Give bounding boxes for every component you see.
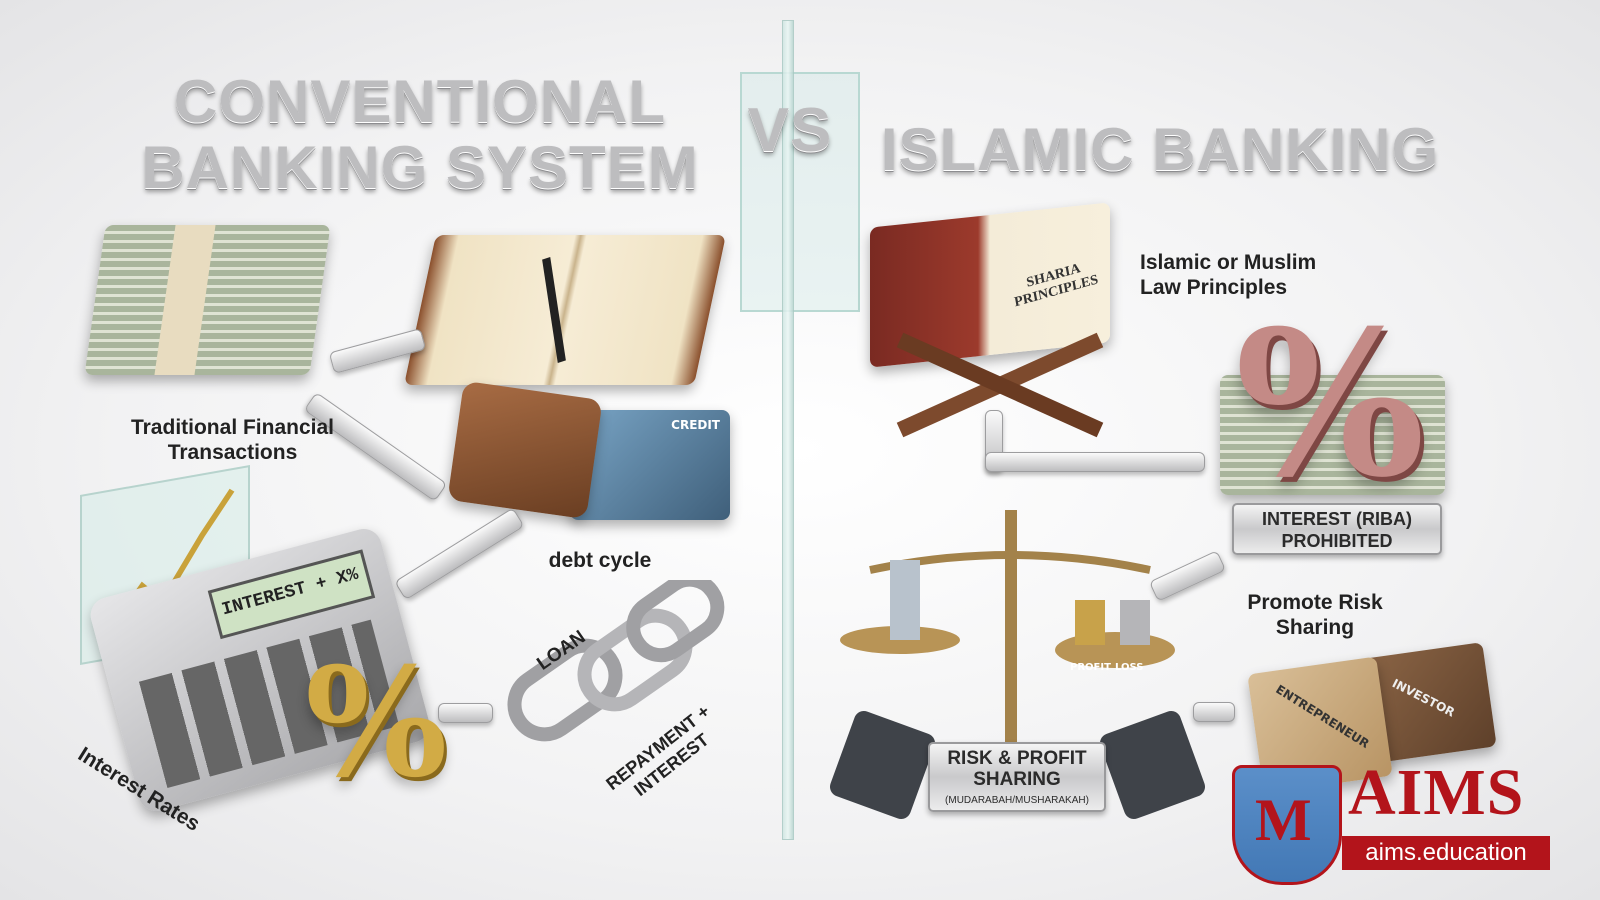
chain-icon [507,580,725,742]
riba-prohibited-plate: INTEREST (RIBA) PROHIBITED [1232,503,1442,555]
aims-shield-logo: M [1232,765,1342,885]
law-principles-label: Islamic or Muslim Law Principles [1140,251,1317,300]
sharia-principles-text: SHARIA PRINCIPLES [1013,261,1100,311]
aims-url-link[interactable]: aims.education [1342,836,1550,870]
copper-percent-icon: % [1235,287,1426,522]
title-line-1: CONVENTIONAL [174,68,666,135]
title-line-2: BANKING SYSTEM [141,134,699,201]
traditional-transactions-label: Traditional Financial Transactions [130,416,335,465]
money-band [154,225,216,375]
cash-stack-image [84,225,331,375]
book-stand-icon [896,332,1104,438]
aims-monogram-icon: M [1255,787,1312,853]
gold-percent-icon: % [305,635,448,811]
balance-scale-icon [840,510,1175,809]
conventional-title: CONVENTIONAL BANKING SYSTEM [120,72,720,198]
debt-cycle-label: debt cycle [548,549,652,572]
risk-profit-line-1: RISK & PROFIT [947,748,1087,769]
promote-risk-label: Promote Risk Sharing [1247,591,1383,640]
risk-profit-line-3: (MUDARABAH/MUSHARAKAH) [945,795,1089,806]
risk-profit-plate: RISK & PROFIT SHARING (MUDARABAH/MUSHARA… [928,742,1106,812]
wallet-image [447,380,603,520]
loss-label: LOSS [1115,662,1144,673]
connector-bar [1193,702,1235,722]
cash-stack-image [1220,375,1445,495]
entrepreneur-label: ENTREPRENEUR [1273,682,1372,751]
profit-label: PROFIT [1070,662,1111,673]
card-text: CREDIT [671,418,720,432]
risk-profit-line-2: SHARING [973,769,1061,790]
aims-logo-text: AIMS [1348,756,1525,829]
vs-glass-panel [740,72,860,312]
connector-bar [985,452,1205,472]
credit-cards-image: CREDIT [570,410,730,520]
riba-line-1: INTEREST (RIBA) [1262,509,1412,529]
pen-icon [542,256,566,364]
connector-bar [438,703,493,723]
ledger-book-image [404,235,726,385]
islamic-title: ISLAMIC BANKING [880,116,1440,183]
investor-label: INVESTOR [1389,676,1458,720]
riba-line-2: PROHIBITED [1281,531,1393,551]
center-divider [782,20,794,840]
vs-label: VS [747,96,833,165]
